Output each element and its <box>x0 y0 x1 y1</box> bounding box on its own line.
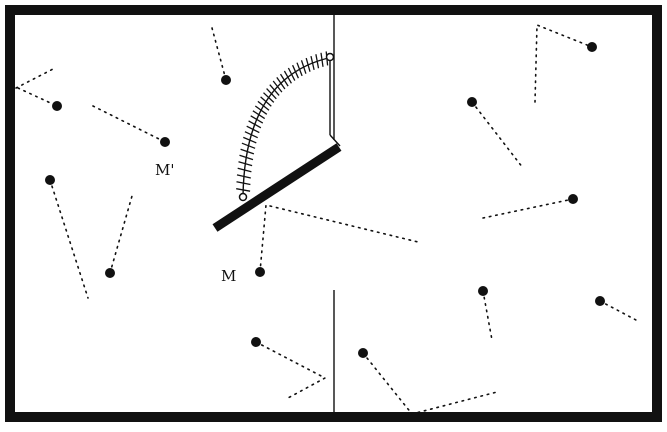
spring-coil <box>254 105 268 115</box>
spring-coil <box>260 96 272 107</box>
spring-coil <box>243 136 257 144</box>
molecule-dot <box>160 137 170 147</box>
spring-coil <box>246 125 260 134</box>
spring-coil <box>257 100 270 111</box>
spring-coil <box>250 115 264 124</box>
spring-coil <box>237 167 252 173</box>
trap-door <box>212 143 342 232</box>
molecule-dot <box>255 267 265 277</box>
spring-coil <box>272 80 283 93</box>
label-m: M <box>221 267 236 285</box>
molecule-dot <box>45 175 55 185</box>
molecule-trail <box>17 87 58 107</box>
label-m-prime: M' <box>155 161 174 179</box>
molecule-trail <box>471 101 524 169</box>
spring-coil <box>239 154 254 161</box>
molecule-trail <box>15 67 56 89</box>
molecule-trail <box>255 341 327 399</box>
spring-coil <box>241 142 256 149</box>
spring-coil <box>252 110 266 120</box>
spring-coil <box>305 57 311 72</box>
molecule-trail <box>259 204 419 273</box>
molecule-dot <box>587 42 597 52</box>
molecules <box>45 42 605 358</box>
spring-coil <box>244 131 258 139</box>
spring-coil <box>315 54 320 69</box>
molecule-trail <box>92 105 166 143</box>
spring <box>236 51 335 202</box>
molecule-dot <box>52 101 62 111</box>
molecule-trail <box>534 23 593 103</box>
molecule-dot <box>595 296 605 306</box>
molecule-trail <box>49 179 89 299</box>
hinge-link <box>329 134 341 147</box>
spring-coil <box>320 52 324 67</box>
molecule-dot <box>358 348 368 358</box>
spring-coil <box>287 67 296 81</box>
molecule-dot <box>568 194 578 204</box>
spring-coil <box>238 161 253 167</box>
spring-coil <box>240 148 255 155</box>
spring-coil <box>296 62 303 77</box>
spring-anchor-top <box>325 52 335 62</box>
spring-coil <box>266 88 277 100</box>
molecule-dot <box>105 268 115 278</box>
spring-coil <box>300 60 307 74</box>
molecule-trail <box>482 198 574 219</box>
spring-coil <box>263 92 275 103</box>
spring-coil <box>269 84 280 96</box>
molecule-trail <box>109 195 133 274</box>
spring-coil <box>236 188 251 192</box>
molecule-trail <box>362 352 498 415</box>
spring-coil <box>283 70 292 84</box>
spring-coil <box>310 55 315 71</box>
molecule-trails <box>15 23 637 415</box>
molecule-trail <box>482 290 493 341</box>
molecule-trail <box>599 300 637 321</box>
container-box <box>5 5 662 422</box>
spring-coil <box>248 120 262 129</box>
molecule-trail <box>211 27 227 81</box>
spring-coil <box>236 181 251 186</box>
spring-coil <box>292 64 299 79</box>
molecule-dot <box>251 337 261 347</box>
spring-coil <box>276 77 286 90</box>
molecule-dot <box>221 75 231 85</box>
spring-anchor-bottom <box>238 192 248 202</box>
spring-coil <box>279 73 289 87</box>
molecule-dot <box>478 286 488 296</box>
molecule-dot <box>467 97 477 107</box>
spring-coil <box>236 174 251 179</box>
